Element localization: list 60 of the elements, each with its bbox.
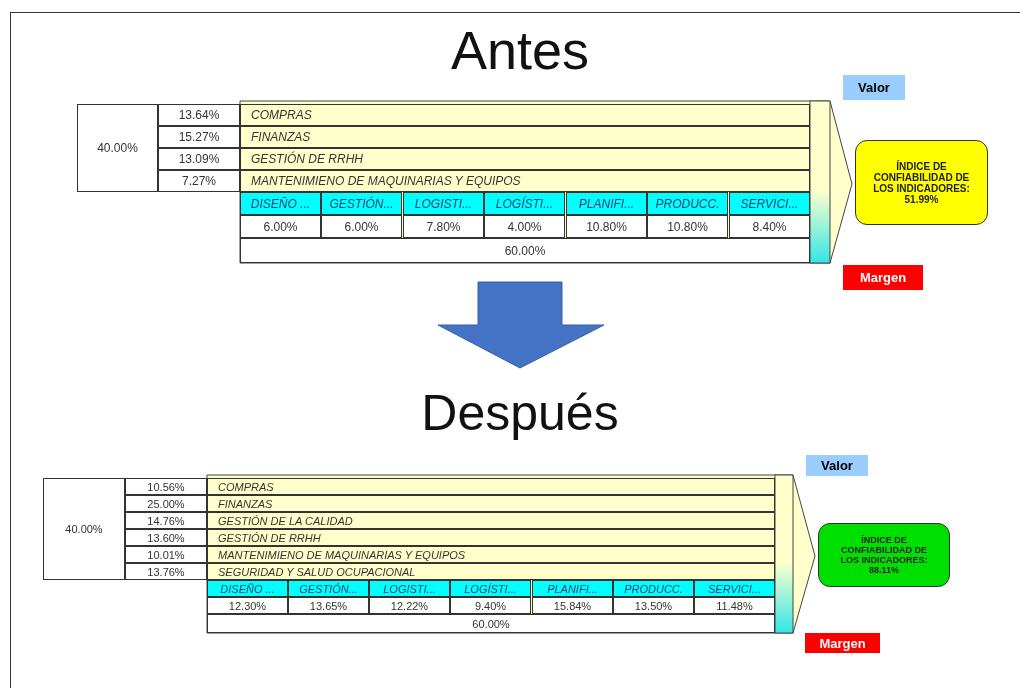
percentage-cell: 13.60% <box>125 529 207 546</box>
section-title: Después <box>420 384 620 443</box>
value-tag: Valor <box>806 455 868 476</box>
percentage-cell: 13.76% <box>125 563 207 580</box>
percentage-cell: 40.00% <box>77 104 158 192</box>
header-cell: PLANIFI... <box>532 580 613 597</box>
percentage-cell: 6.00% <box>240 215 321 238</box>
percentage-cell: 10.56% <box>125 478 207 495</box>
percentage-cell: 12.30% <box>207 597 288 614</box>
percentage-cell: 10.01% <box>125 546 207 563</box>
header-cell: LOGÍSTI... <box>484 192 565 215</box>
category-cell: FINANZAS <box>207 495 775 512</box>
category-cell: GESTIÓN DE RRHH <box>240 148 810 170</box>
category-cell: GESTIÓN DE RRHH <box>207 529 775 546</box>
percentage-cell: 13.64% <box>158 104 240 126</box>
category-cell: SEGURIDAD Y SALUD OCUPACIONAL <box>207 563 775 580</box>
percentage-cell: 8.40% <box>729 215 810 238</box>
margin-tag: Margen <box>843 265 923 290</box>
percentage-cell: 14.76% <box>125 512 207 529</box>
total-cell: 60.00% <box>240 238 810 263</box>
category-cell: MANTENIMIENO DE MAQUINARIAS Y EQUIPOS <box>207 546 775 563</box>
header-cell: PRODUCC. <box>647 192 728 215</box>
percentage-cell: 9.40% <box>450 597 531 614</box>
header-cell: SERVICI... <box>729 192 810 215</box>
percentage-cell: 40.00% <box>43 478 125 580</box>
header-cell: SERVICI... <box>694 580 775 597</box>
percentage-cell: 13.65% <box>288 597 369 614</box>
header-cell: PRODUCC. <box>613 580 694 597</box>
percentage-cell: 6.00% <box>321 215 402 238</box>
percentage-cell: 13.09% <box>158 148 240 170</box>
index-box: ÍNDICE DE CONFIABILIDAD DE LOS INDICADORES: 88.11% <box>818 523 950 587</box>
percentage-cell: 13.50% <box>613 597 694 614</box>
percentage-cell: 25.00% <box>125 495 207 512</box>
margin-tag: Margen <box>805 633 880 653</box>
header-cell: PLANIFI... <box>566 192 647 215</box>
category-cell: GESTIÓN DE LA CALIDAD <box>207 512 775 529</box>
category-cell: FINANZAS <box>240 126 810 148</box>
header-cell: GESTIÓN... <box>321 192 402 215</box>
category-cell: COMPRAS <box>240 104 810 126</box>
header-cell: DISEÑO ... <box>207 580 288 597</box>
percentage-cell: 15.84% <box>532 597 613 614</box>
percentage-cell: 10.80% <box>647 215 728 238</box>
index-box: ÍNDICE DE CONFIABILIDAD DE LOS INDICADORES: 51.99% <box>855 140 988 225</box>
category-cell: MANTENIMIENO DE MAQUINARIAS Y EQUIPOS <box>240 170 810 192</box>
percentage-cell: 10.80% <box>566 215 647 238</box>
header-cell: GESTIÓN... <box>288 580 369 597</box>
percentage-cell: 12.22% <box>369 597 450 614</box>
header-cell: LOGISTI... <box>369 580 450 597</box>
value-tag: Valor <box>843 75 905 100</box>
percentage-cell: 7.80% <box>403 215 484 238</box>
header-cell: LOGÍSTI... <box>450 580 531 597</box>
percentage-cell: 15.27% <box>158 126 240 148</box>
percentage-cell: 11.48% <box>694 597 775 614</box>
header-cell: LOGISTI... <box>403 192 484 215</box>
category-cell: COMPRAS <box>207 478 775 495</box>
percentage-cell: 4.00% <box>484 215 565 238</box>
section-title: Antes <box>449 19 591 82</box>
header-cell: DISEÑO ... <box>240 192 321 215</box>
total-cell: 60.00% <box>207 614 775 633</box>
percentage-cell: 7.27% <box>158 170 240 192</box>
